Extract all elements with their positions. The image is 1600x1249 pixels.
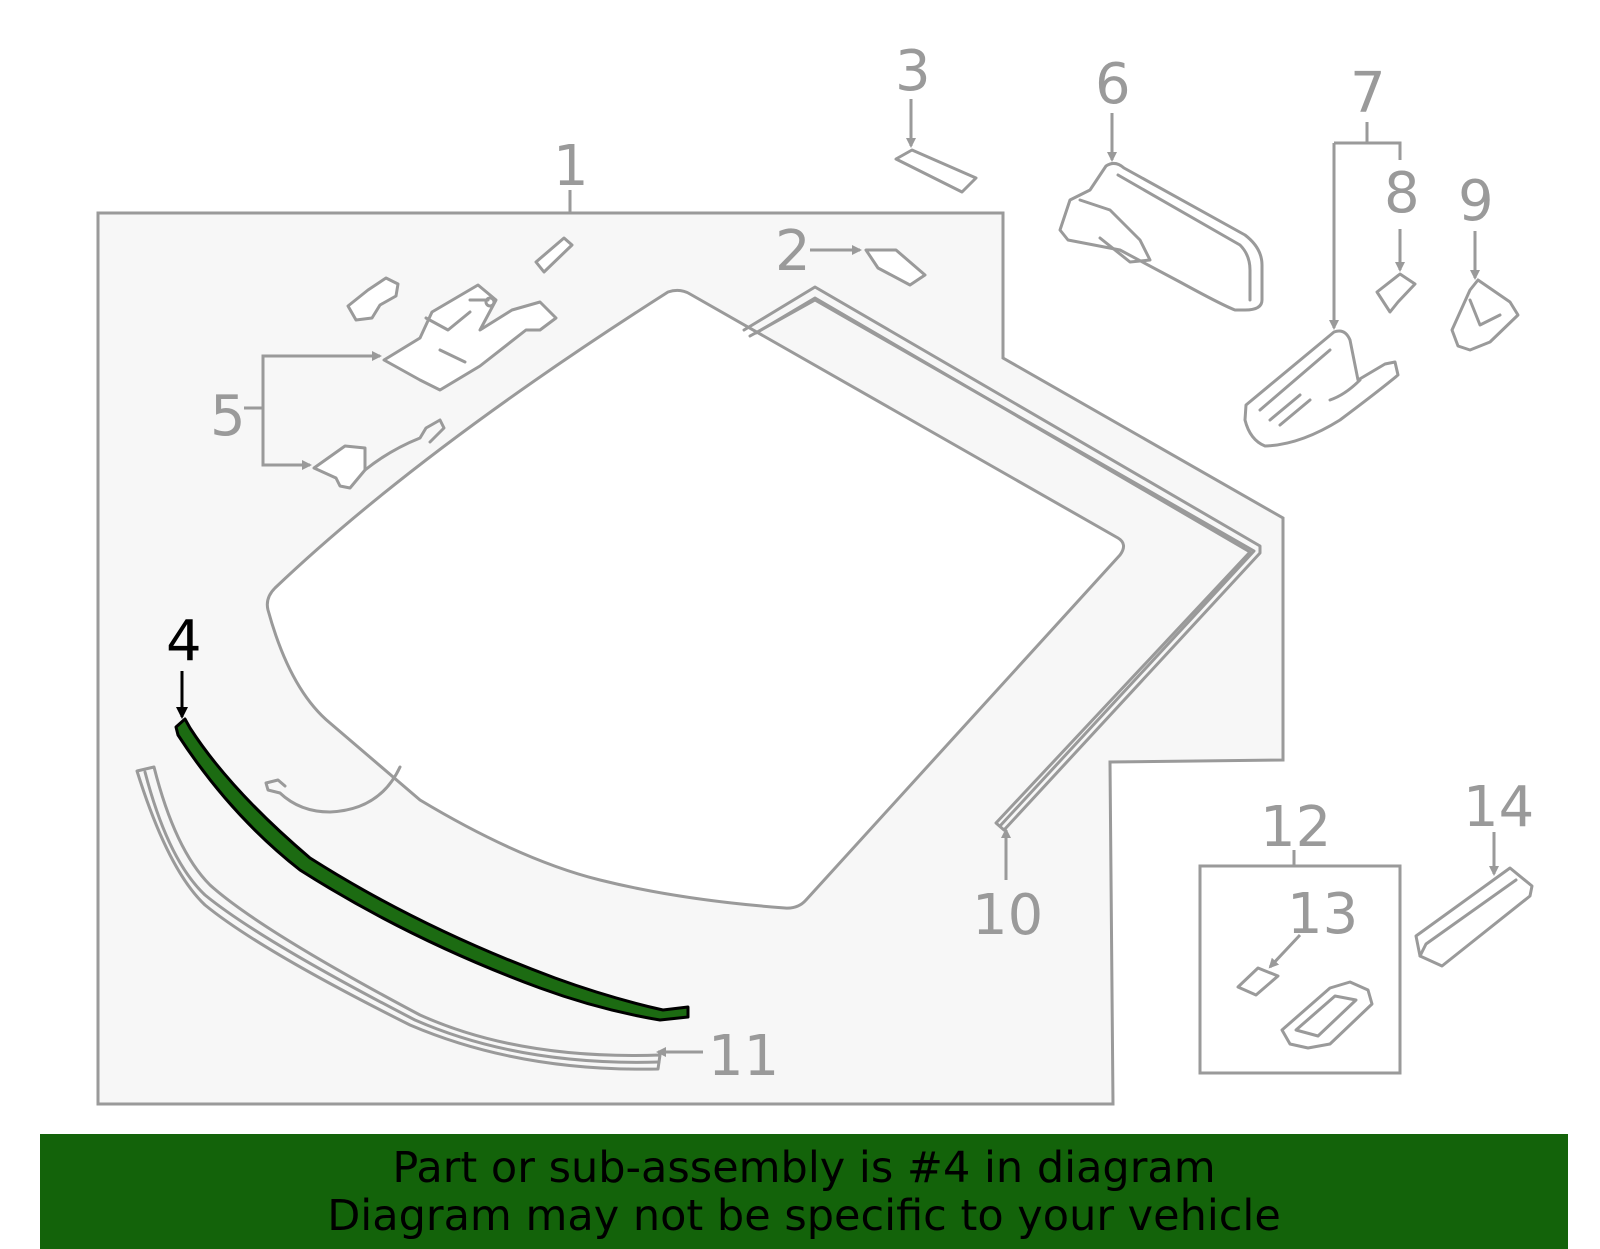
callout-10: 10 [972, 883, 1043, 948]
callout-11: 11 [708, 1024, 779, 1089]
callout-2: 2 [775, 219, 811, 284]
callout-8: 8 [1384, 161, 1420, 226]
label-part-2 [864, 248, 927, 287]
callout-4: 4 [166, 609, 202, 674]
info-banner: Part or sub-assembly is #4 in diagram Di… [40, 1134, 1568, 1249]
banner-line-2: Diagram may not be specific to your vehi… [327, 1191, 1281, 1241]
mirror-part-6 [1058, 161, 1264, 312]
trim-part-14 [1414, 866, 1534, 968]
molding-frame-inner [748, 298, 1256, 828]
pad-part-3 [894, 148, 978, 194]
seal-part-4 [174, 717, 690, 1022]
bracket-part-5-lower [312, 418, 446, 490]
bracket-part-5-upper [346, 276, 558, 392]
callout-5: 5 [210, 384, 246, 449]
sensor-cable [264, 765, 402, 814]
leader-lines [176, 99, 1499, 1057]
callout-7: 7 [1350, 61, 1386, 126]
cover-part-7 [1243, 329, 1400, 448]
bracket-part-9 [1450, 278, 1520, 352]
callout-3: 3 [895, 39, 931, 104]
clip-part-8 [1375, 272, 1417, 314]
clip-part-1 [534, 236, 574, 274]
banner-line-1: Part or sub-assembly is #4 in diagram [392, 1143, 1216, 1193]
pad-part-13 [1236, 966, 1280, 997]
callout-9: 9 [1458, 169, 1494, 234]
windshield-glass [265, 288, 1125, 910]
callout-13: 13 [1287, 882, 1358, 947]
callout-6: 6 [1095, 52, 1131, 117]
callout-12: 12 [1260, 795, 1331, 860]
lamp-part-12 [1280, 980, 1374, 1050]
callout-labels: 1 2 3 4 5 6 7 8 9 10 11 12 13 14 [166, 39, 1534, 1089]
callout-14: 14 [1463, 775, 1534, 840]
callout-1: 1 [553, 134, 589, 199]
